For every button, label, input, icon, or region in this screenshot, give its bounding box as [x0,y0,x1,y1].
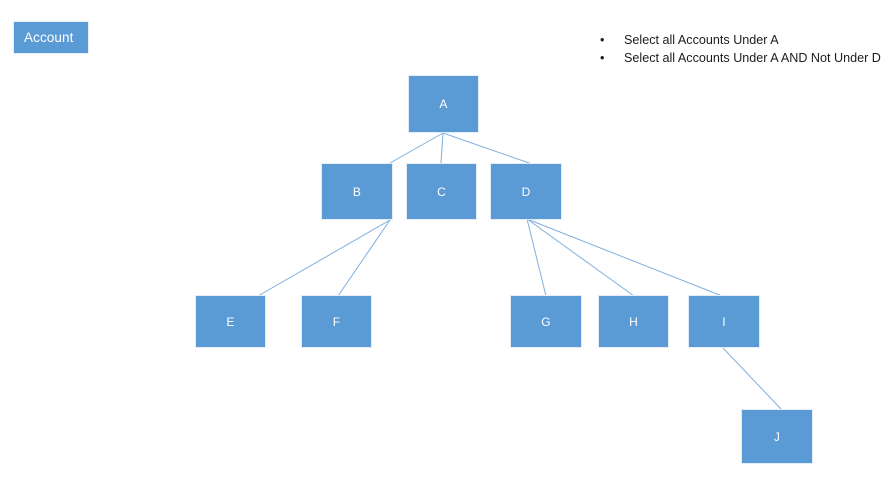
tree-node-g[interactable]: G [510,295,582,348]
edge-d-h [526,218,635,297]
list-item: • Select all Accounts Under A AND Not Un… [596,50,892,67]
tree-node-i-label: I [722,314,726,329]
tree-node-f-label: F [332,314,341,329]
edge-i-j [722,347,782,410]
tree-node-d[interactable]: D [490,163,562,220]
tree-node-h[interactable]: H [598,295,669,348]
tree-node-g-label: G [541,314,551,329]
edge-b-f [337,219,391,297]
legend-chip-label: Account [24,29,74,45]
tree-node-b[interactable]: B [321,163,393,220]
edge-d-g [526,218,547,297]
bullet-text: Select all Accounts Under A [624,33,779,47]
edge-a-d [442,132,533,165]
edge-d-i [526,218,723,297]
tree-node-e[interactable]: E [195,295,266,348]
tree-node-a[interactable]: A [408,75,479,133]
edge-a-c [440,132,444,164]
tree-node-a-label: A [439,97,448,111]
tree-node-j[interactable]: J [741,409,813,464]
tree-node-b-label: B [352,184,362,199]
bullet-text: Select all Accounts Under A AND Not Unde… [624,51,881,65]
edge-b-e [257,219,391,297]
tree-node-f[interactable]: F [301,295,372,348]
tree-node-e-label: E [226,314,235,329]
bullet-list: • Select all Accounts Under A • Select a… [596,32,892,68]
tree-node-i[interactable]: I [688,295,760,348]
tree-node-j-label: J [773,429,781,444]
tree-node-d-label: D [521,184,531,199]
tree-node-c[interactable]: C [406,163,477,220]
list-item: • Select all Accounts Under A [596,32,892,49]
tree-node-h-label: H [629,314,638,329]
bullet-marker-icon: • [600,33,605,47]
bullet-marker-icon: • [600,51,605,65]
edge-a-b [389,132,444,164]
tree-node-c-label: C [437,184,446,199]
legend-chip-account[interactable]: Account [13,21,89,54]
